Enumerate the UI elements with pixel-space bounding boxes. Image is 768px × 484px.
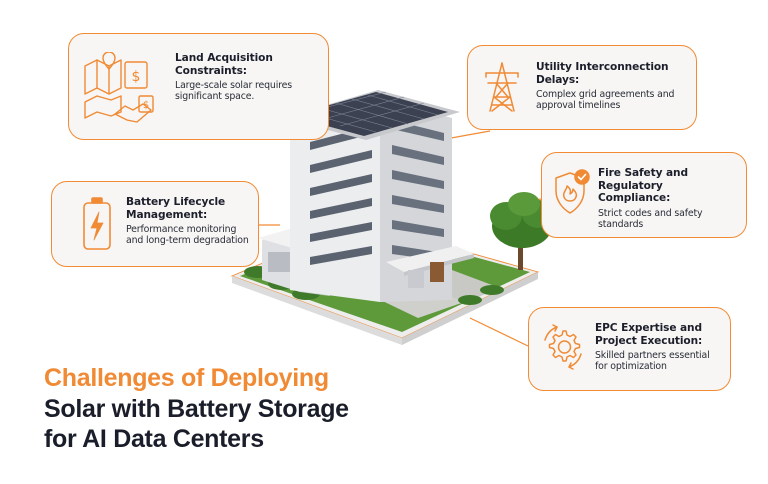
- card-title: Battery Lifecycle Management:: [126, 196, 226, 221]
- card-land-acquisition: $ $ Land Acquisition Constraints: Large-…: [68, 33, 329, 140]
- card-description: Skilled partners essential for optimizat…: [595, 350, 710, 373]
- main-tower: [282, 90, 474, 302]
- card-fire-safety: Fire Safety and Regulatory Compliance: S…: [541, 152, 747, 238]
- card-description: Performance monitoring and long-term deg…: [126, 224, 249, 247]
- svg-text:$: $: [143, 100, 149, 111]
- svg-text:$: $: [132, 69, 141, 85]
- card-battery-lifecycle: Battery Lifecycle Management: Performanc…: [51, 181, 259, 267]
- headline-line-1: Challenges of Deploying: [44, 364, 329, 392]
- headline-line-2: Solar with Battery Storage: [44, 394, 349, 423]
- land-map-money-handshake-icon: $ $: [84, 52, 154, 123]
- battery-bolt-icon: [83, 197, 111, 250]
- headline: Challenges of Deploying Solar with Batte…: [44, 363, 349, 455]
- card-title: EPC Expertise and Project Execution:: [595, 322, 703, 347]
- card-description: Complex grid agreements and approval tim…: [536, 89, 675, 112]
- card-utility-interconnection: Utility Interconnection Delays: Complex …: [467, 45, 697, 130]
- headline-line-3: for AI Data Centers: [44, 425, 264, 453]
- card-title: Fire Safety and Regulatory Compliance:: [598, 167, 688, 204]
- transmission-tower-icon: [485, 62, 519, 112]
- card-epc-expertise: EPC Expertise and Project Execution: Ski…: [528, 307, 731, 391]
- fire-shield-check-icon: [555, 169, 590, 214]
- tree: [490, 192, 554, 270]
- card-description: Strict codes and safety standards: [598, 207, 703, 230]
- card-description: Large-scale solar requires significant s…: [175, 80, 293, 103]
- card-title: Utility Interconnection Delays:: [536, 61, 669, 86]
- card-title: Land Acquisition Constraints:: [175, 52, 273, 77]
- gear-cycle-icon: [544, 324, 582, 370]
